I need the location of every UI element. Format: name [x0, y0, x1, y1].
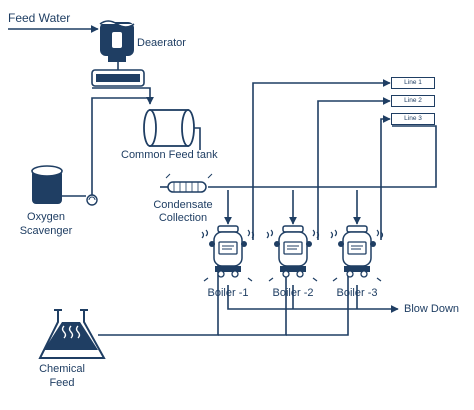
boiler3-label: Boiler -3	[336, 287, 378, 299]
condensate-vessel-icon	[165, 173, 213, 193]
blow-down-label: Blow Down	[404, 303, 460, 315]
blow-down-pipe	[227, 285, 399, 313]
boiler2-label: Boiler -2	[272, 287, 314, 299]
deaerator-label: Deaerator	[137, 37, 186, 49]
line3-box: Line 3	[391, 113, 435, 125]
boiler2-icon	[266, 225, 320, 282]
common-feed-tank-label: Common Feed tank	[121, 149, 218, 161]
condensate-label-2: Collection	[158, 212, 208, 224]
steam-line3	[380, 115, 391, 240]
steam-line2	[317, 97, 391, 240]
steam-line1	[252, 79, 391, 240]
oxygen-label-1: Oxygen	[27, 211, 65, 223]
chemical-flask-icon	[38, 309, 106, 359]
oxygen-scavenger-pipe	[91, 97, 152, 200]
condensate-header	[208, 125, 437, 188]
condensate-label-1: Condensate	[153, 199, 213, 211]
oxygen-label-2: Scavenger	[19, 225, 73, 237]
boiler1-label: Boiler -1	[207, 287, 249, 299]
boiler1-icon	[201, 225, 255, 282]
deaerator-icon	[91, 20, 145, 87]
deaerator-return-pipe	[92, 87, 154, 105]
feed-water-label: Feed Water	[8, 11, 71, 25]
boiler3-icon	[330, 225, 384, 282]
oxygen-scavenger-icon	[31, 165, 98, 206]
line2-box: Line 2	[391, 95, 435, 107]
chemical-label-2: Feed	[49, 377, 75, 389]
chemical-label-1: Chemical	[39, 363, 85, 375]
feed-tank-icon	[143, 109, 195, 147]
line1-box: Line 1	[391, 77, 435, 89]
